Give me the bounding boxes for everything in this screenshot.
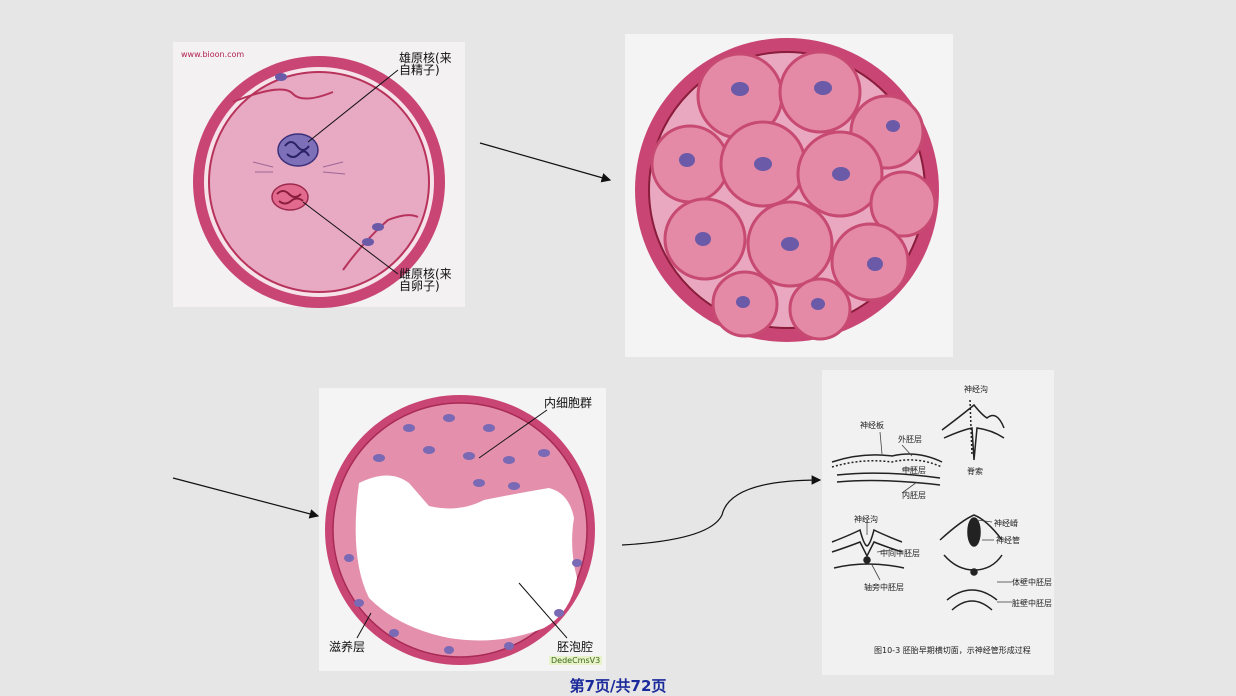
- endoderm-label: 内胚层: [902, 491, 926, 500]
- arrow-zygote-to-morula: [479, 142, 612, 183]
- inner-cell-mass-label: 内细胞群: [544, 396, 593, 410]
- blastula-nuclei: [344, 414, 582, 654]
- aster-fibers: [252, 161, 346, 175]
- arrow-to-blastula: [172, 477, 320, 519]
- blastocoel-label: 胚泡腔: [557, 640, 594, 654]
- neural-tube-figure: 神经板 外胚层 中胚层 内胚层 神经沟 脊索 神经沟 中间中胚层 轴旁中胚层 神…: [822, 370, 1054, 675]
- arrow-blastula-to-neural: [621, 475, 822, 546]
- neural-leaders: [866, 431, 1012, 603]
- dedecms-watermark: DedeCmsV3: [549, 656, 603, 665]
- polar-nucleus-2: [362, 238, 374, 246]
- female-pronucleus-label: 雌原核(来 自卵子): [399, 267, 452, 293]
- stage-neural-plate: [831, 453, 943, 486]
- paraxial-mesoderm-label: 轴旁中胚层: [864, 583, 904, 592]
- neural-groove-top-label: 神经沟: [964, 385, 988, 394]
- inner-cell-mass-leader: [478, 409, 548, 459]
- figure-caption: 图10-3 胚胎早期横切面，示神经管形成过程: [874, 646, 1031, 655]
- blastomere-nuclei: [679, 81, 900, 310]
- bioon-watermark: www.bioon.com: [181, 50, 245, 59]
- notochord-label: 脊索: [967, 467, 983, 476]
- trophoblast-label: 滋养层: [329, 640, 366, 654]
- polar-nucleus-1: [372, 223, 384, 231]
- intermediate-mesoderm-label: 中间中胚层: [880, 549, 920, 558]
- egg-cytoplasm: [208, 71, 430, 293]
- morula-figure: [625, 34, 953, 357]
- male-chromatin: [284, 141, 310, 158]
- neural-tube-label: 神经管: [996, 536, 1020, 545]
- ectoderm-label: 外胚层: [898, 435, 922, 444]
- blastocoel-cavity: [355, 475, 577, 641]
- neural-crest-label: 神经嵴: [994, 519, 1018, 528]
- somatic-mesoderm-label: 体壁中胚层: [1012, 578, 1052, 587]
- neural-groove-label: 神经沟: [854, 515, 878, 524]
- stage-neural-tube: [939, 514, 1003, 611]
- zygote-illustration: [193, 56, 445, 308]
- stage-neural-groove-top: [941, 399, 1005, 461]
- splanchnic-mesoderm-label: 脏壁中胚层: [1012, 599, 1052, 608]
- blastula-illustration: [325, 395, 595, 665]
- trophoblast-leader: [356, 612, 372, 639]
- neural-tube-illustration: [831, 399, 1012, 611]
- polar-body-nucleus: [275, 73, 287, 81]
- mesoderm-label: 中胚层: [902, 466, 926, 475]
- blastula-figure: 内细胞群 滋养层 胚泡腔 DedeCmsV3: [319, 388, 606, 671]
- second-polar-body: [342, 214, 419, 271]
- female-chromatin: [276, 190, 304, 205]
- blastocoel-leader: [518, 582, 568, 639]
- morula-illustration: [635, 38, 939, 342]
- neural-plate-label: 神经板: [860, 421, 884, 430]
- polar-body-membrane: [232, 88, 334, 103]
- male-pronucleus-label: 雄原核(来 自精子): [399, 51, 452, 77]
- stage-neural-groove: [831, 528, 905, 569]
- page-counter: 第7页/共72页: [569, 677, 667, 695]
- zygote-figure: www.bioon.com 雄原核(来 自精子) 雌原核(来 自卵子): [173, 42, 465, 308]
- male-pronucleus-leader: [307, 69, 399, 143]
- female-pronucleus-leader: [302, 201, 399, 275]
